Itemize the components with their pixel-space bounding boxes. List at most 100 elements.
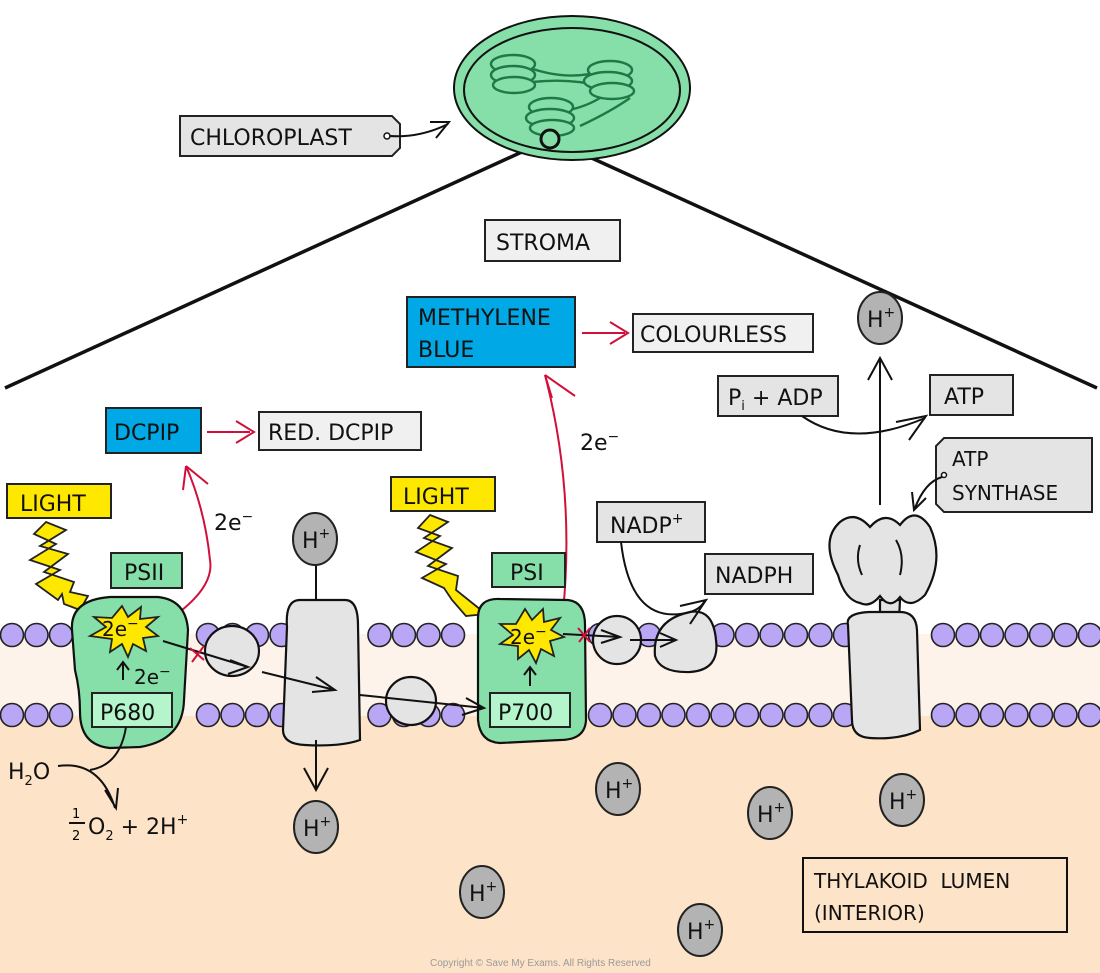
red-arrow-dcpip [207,420,256,444]
phospholipid-head [391,622,417,648]
colourless-label: COLOURLESS [640,323,787,348]
phospholipid-head [587,702,613,728]
psi-excited-electrons: 2e− [510,624,547,649]
light-bolt-icon-1 [27,520,90,612]
lumen-label-box [802,857,1068,933]
half-numerator: 1 [72,807,80,822]
phospholipid-head [48,702,74,728]
atp-synthase-label-1: ATP [952,447,988,471]
phospholipid-head [244,702,270,728]
phospholipid-head [220,702,245,728]
thylakoid-lumen-region [0,715,1100,973]
phospholipid-head [612,702,637,728]
atp-box [929,374,1014,416]
proton-lumen-5: H+ [677,903,723,957]
atp-label: ATP [944,385,984,410]
proton-circle [293,800,339,854]
blocked-marker-icon-2 [577,627,591,643]
phospholipid-head [1028,622,1054,648]
phospholipid-head [734,702,760,728]
stroma-label: STROMA [496,231,590,256]
psii-label-box [110,552,183,589]
adp-to-atp-arrow [801,415,926,435]
copyright-notice: Copyright © Save My Exams. All Rights Re… [430,958,651,969]
psii-excited-electrons: 2e− [102,616,139,641]
light-bolt-icon-2 [414,513,489,617]
lumen-label-1: THYLAKOID LUMEN [813,869,1010,893]
phospholipid-head [1053,702,1078,728]
methylene-blue-box [406,296,576,368]
phospholipid-head [979,622,1005,648]
dcpip-box [105,407,202,454]
phospholipid-head [1028,702,1054,728]
phospholipid-head [734,622,760,648]
red-dcpip-label: RED. DCPIP [268,421,393,446]
p680-box [91,692,173,728]
phospholipid-head [440,702,466,728]
pi-adp-box [717,375,839,417]
proton-label: H+ [605,776,633,804]
p700-label: P700 [498,701,553,726]
proton-lumen-1: H+ [595,762,641,816]
proton-stroma-top: H+ [857,291,903,345]
red-dcpip-box [258,411,422,451]
psii-label: PSII [124,561,164,586]
phospholipid-head [808,622,833,648]
proton-circle [292,512,338,566]
phospholipid-head [367,622,392,648]
half-denominator: 2 [72,829,80,844]
grana-icon [489,53,636,138]
phospholipid-head [0,622,25,648]
phospholipid-head [783,622,809,648]
water-label: H2O [8,760,50,789]
nadph-box [704,553,814,595]
proton-label: H+ [889,787,917,815]
proton-label: H+ [757,800,785,828]
etc-arrow-4 [562,629,624,644]
red-arrow-psii-to-dcpip [163,465,212,624]
phospholipid-head [636,702,662,728]
phospholipid-head [1004,702,1029,728]
phospholipid-head [808,702,833,728]
phospholipid-head [1004,622,1029,648]
phospholipid-head [24,622,49,648]
phospholipid-head [685,702,711,728]
atp-synthase-label-2: SYNTHASE [952,481,1058,505]
proton-stroma-cytb6f: H+ [292,512,338,566]
light-box-2 [390,476,496,512]
excited-electrons-star-psii [87,604,161,660]
phospholipid-head [759,622,784,648]
proton-circle [677,903,723,957]
lumen-label-2: (INTERIOR) [814,901,925,925]
phospholipid-head [930,622,956,648]
proton-circle [747,786,793,840]
phospholipid-head [955,622,980,648]
proton-lumen-cytb6f: H+ [293,800,339,854]
p700-box [489,692,571,728]
zoom-line-left [4,138,549,390]
stroma-label-box [484,219,621,262]
phospholipid-head [440,622,466,648]
excited-electrons-star-psi [497,606,567,666]
dcpip-label: DCPIP [114,421,179,446]
phospholipid-head [783,702,809,728]
etc-arrow-3 [359,694,487,716]
colourless-box [632,313,814,353]
nadp-to-nadph-arrow [620,541,706,616]
phospholipid-head [0,702,25,728]
proton-label: H+ [687,917,715,945]
water-products-label: O2 + 2H+ [88,812,188,844]
phospholipid-head [1077,622,1100,648]
electrons-label-methylene: 2e− [580,429,619,456]
psi-label-box [491,552,566,588]
proton-lumen-4: H+ [459,865,505,919]
water-splitting-arrow [57,726,127,812]
nadp-label: NADP+ [610,511,683,539]
proton-circle [595,762,641,816]
atp-synthase-tag [935,437,1093,513]
phospholipid-head [24,702,49,728]
phospholipid-head [195,702,221,728]
phospholipid-head [1053,622,1078,648]
proton-label: H+ [867,305,895,333]
